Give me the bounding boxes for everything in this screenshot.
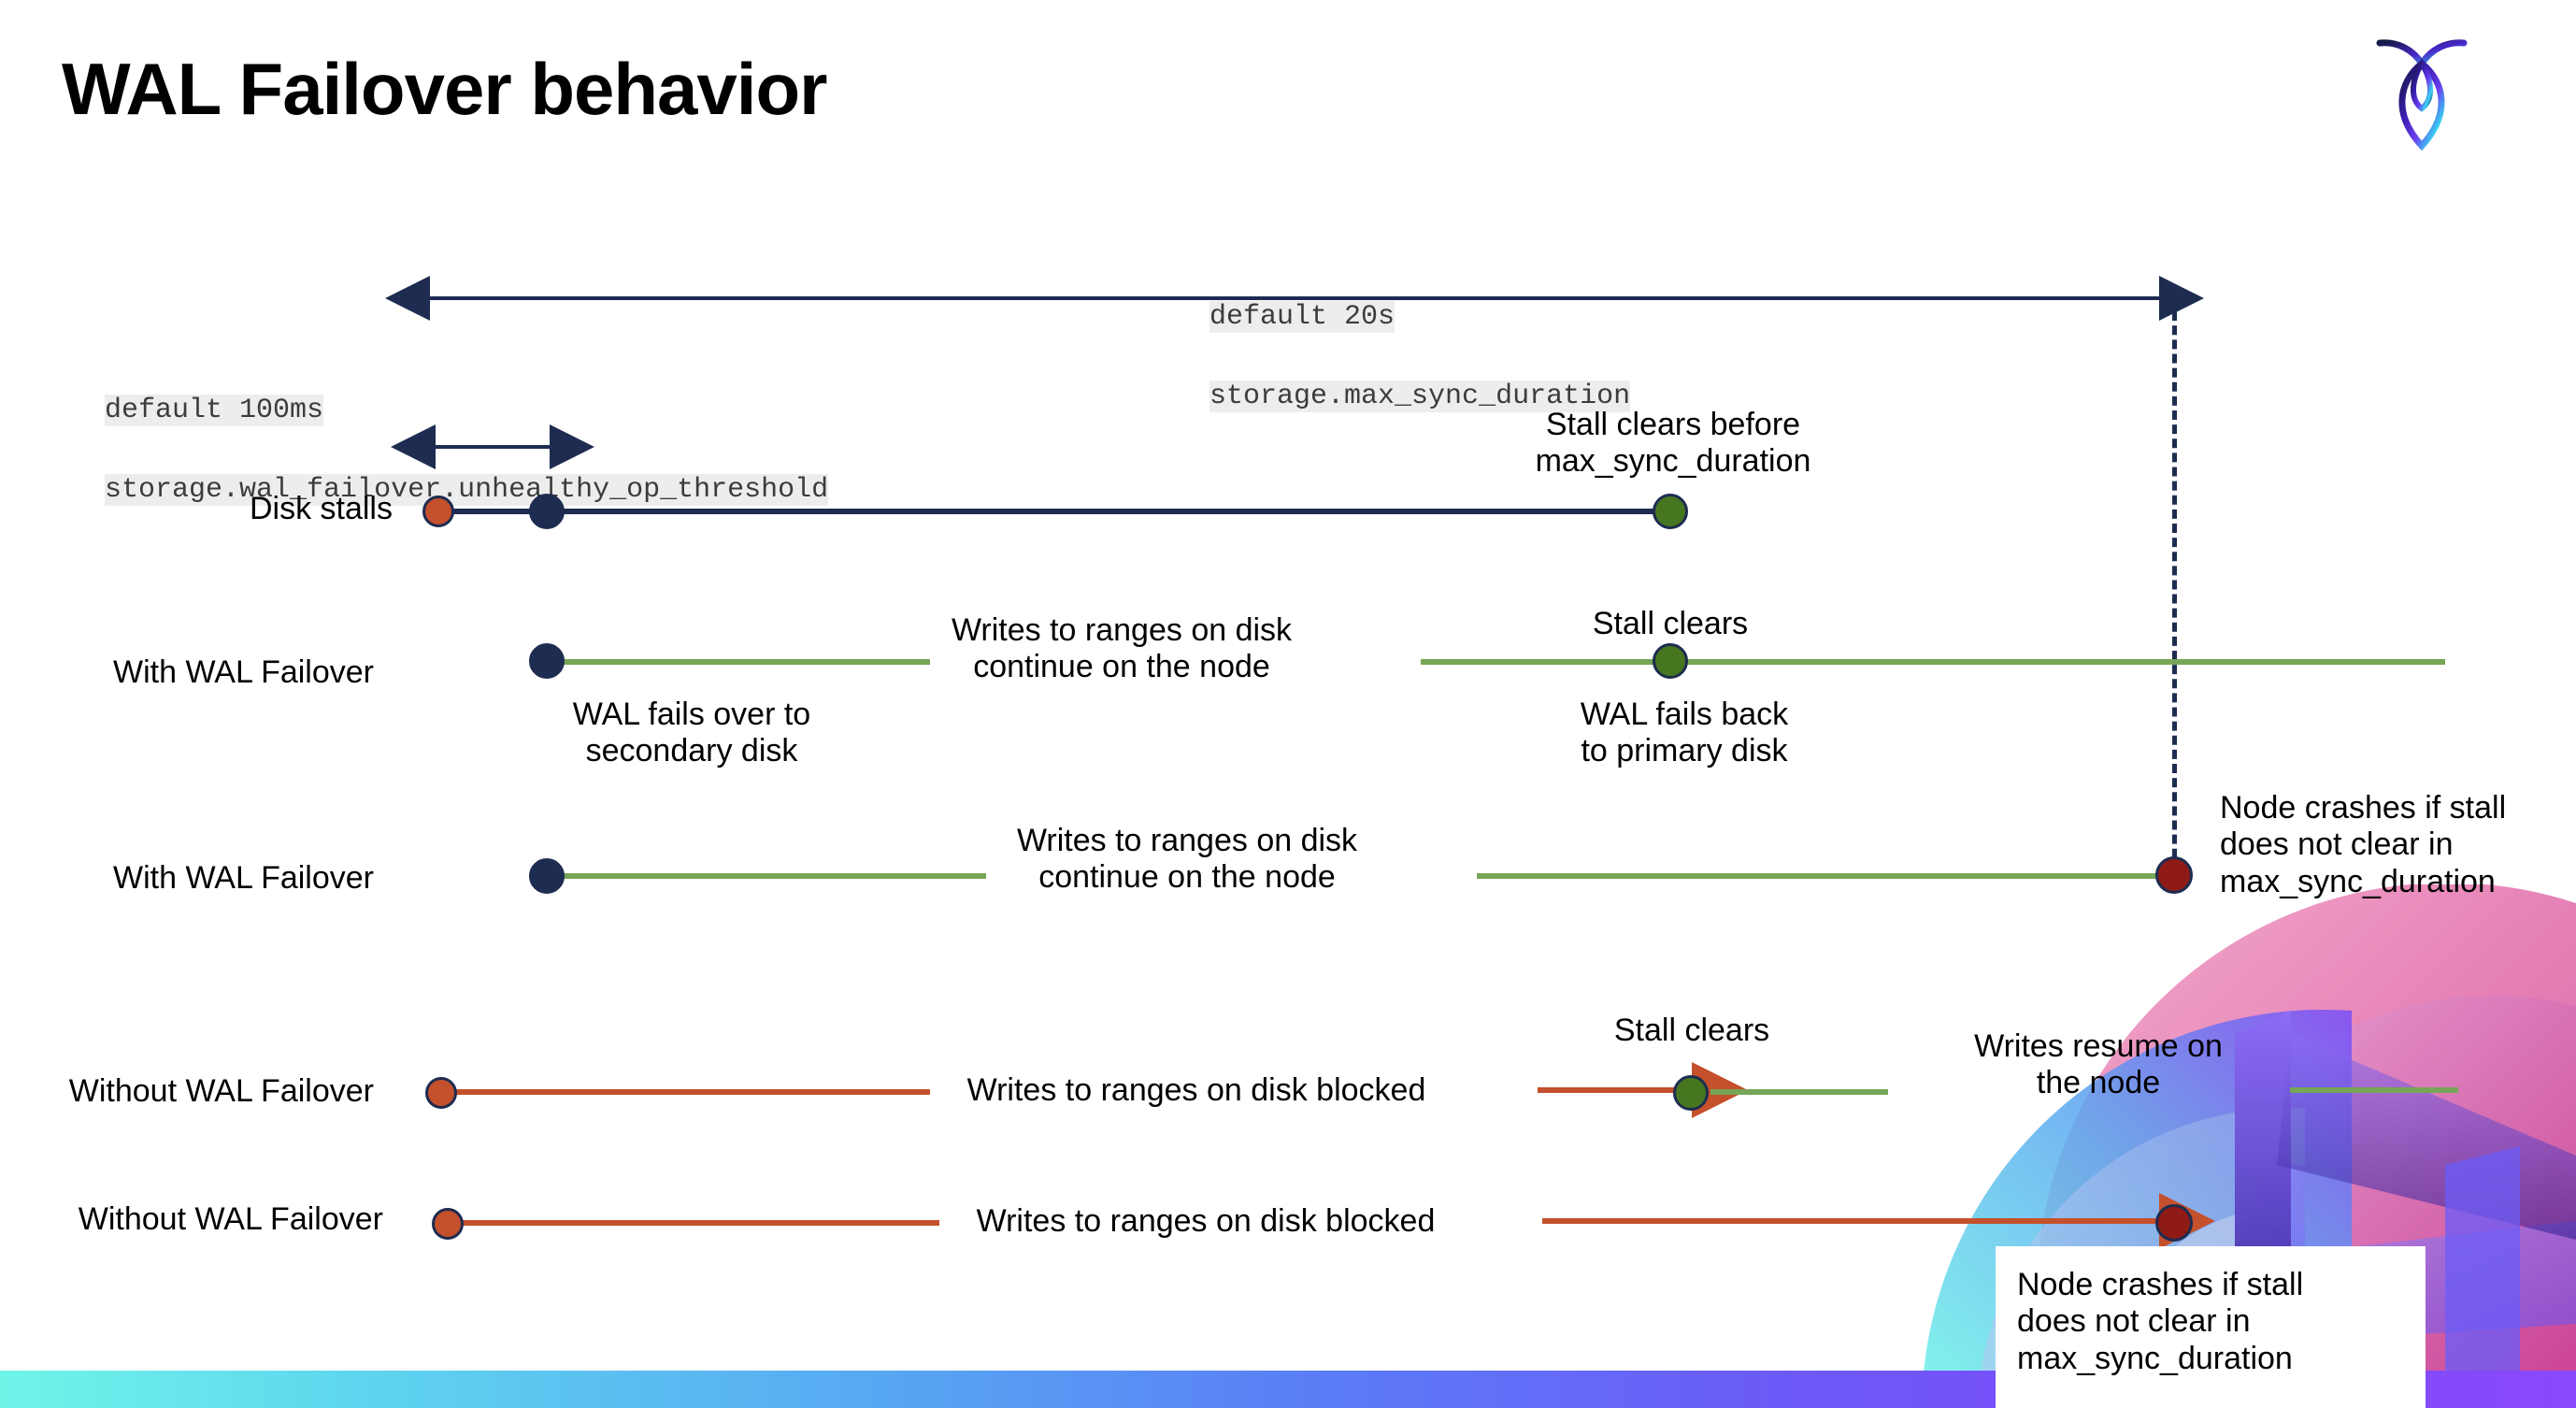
- with-wal-failover-1-segment-b: [1421, 659, 2445, 665]
- note-wal-fails-over: WAL fails over to secondary disk: [572, 697, 811, 769]
- max-sync-duration-deadline-dashed-line: [2172, 297, 2177, 886]
- unhealthy-op-threshold-annotation: default 100ms storage.wal_failover.unhea…: [37, 351, 829, 550]
- disk-stalls-timeline: [435, 509, 1678, 514]
- note-writes-blocked-1: Writes to ranges on disk blocked: [966, 1072, 1426, 1108]
- disk-stall-start-marker-4: [432, 1208, 464, 1240]
- without-wal-failover-1-resume-segment: [1710, 1089, 1888, 1095]
- note-writes-continue-2: Writes to ranges on disk continue on the…: [1016, 823, 1358, 896]
- unhealthy-default-label: default 100ms: [105, 394, 324, 426]
- row-label-disk-stalls: Disk stalls: [249, 491, 393, 526]
- disk-stall-start-marker-3: [425, 1077, 457, 1109]
- disk-stall-clear-marker: [1653, 494, 1688, 529]
- node-crash-callout-box: [1996, 1246, 2426, 1408]
- without-wal-failover-1-blocked-arrow: [1538, 1062, 1748, 1118]
- max-sync-duration-annotation: default 20s storage.max_sync_duration: [1142, 257, 1631, 456]
- row-label-without-wal-failover-1: Without WAL Failover: [68, 1073, 374, 1109]
- without-wal-failover-2-blocked-segment-a: [444, 1220, 939, 1226]
- note-wal-fails-back: WAL fails back to primary disk: [1580, 697, 1789, 769]
- without-wal-failover-1-blocked-segment-a: [444, 1089, 930, 1095]
- unhealthy-setting-label: storage.wal_failover.unhealthy_op_thresh…: [105, 473, 829, 506]
- page-title: WAL Failover behavior: [62, 48, 827, 130]
- note-node-crashes-2: Node crashes if stall does not clear in …: [2017, 1267, 2304, 1376]
- note-node-crashes-1: Node crashes if stall does not clear in …: [2220, 790, 2507, 899]
- note-stall-clears-1: Stall clears: [1592, 606, 1749, 641]
- cockroach-labs-logo-icon: [2370, 28, 2473, 154]
- with-wal-failover-1-segment-a: [542, 659, 930, 665]
- note-stall-clears-3: Stall clears: [1613, 1013, 1770, 1048]
- row-label-with-wal-failover-2: With WAL Failover: [113, 860, 374, 896]
- node-crash-marker-1: [2155, 856, 2193, 894]
- row-label-with-wal-failover-1: With WAL Failover: [113, 654, 374, 690]
- max-sync-setting-label: storage.max_sync_duration: [1209, 380, 1631, 412]
- note-writes-resume: Writes resume on the node: [1974, 1028, 2223, 1101]
- wal-failover-trigger-marker: [529, 494, 565, 529]
- node-crash-marker-2: [2155, 1204, 2193, 1242]
- row-label-without-wal-failover-2: Without WAL Failover: [78, 1201, 383, 1237]
- unhealthy-op-threshold-span-arrow: [391, 424, 594, 469]
- stall-clear-marker-3: [1673, 1075, 1709, 1111]
- max-sync-duration-span-arrow: [385, 276, 2204, 321]
- max-sync-default-label: default 20s: [1209, 300, 1395, 333]
- wal-failover-start-marker-1: [529, 643, 565, 679]
- note-writes-continue-1: Writes to ranges on disk continue on the…: [951, 612, 1293, 685]
- with-wal-failover-2-segment-a: [542, 873, 986, 879]
- wal-failover-start-marker-2: [529, 858, 565, 894]
- without-wal-failover-1-resume-segment-b: [2290, 1087, 2458, 1093]
- note-writes-blocked-2: Writes to ranges on disk blocked: [976, 1203, 1436, 1239]
- disk-stall-start-marker: [422, 496, 454, 527]
- with-wal-failover-2-segment-b: [1477, 873, 2170, 879]
- without-wal-failover-2-blocked-arrow: [1542, 1193, 2215, 1249]
- note-stall-clears-before-max-sync: Stall clears before max_sync_duration: [1535, 407, 1811, 480]
- wal-failback-marker-1: [1653, 643, 1688, 679]
